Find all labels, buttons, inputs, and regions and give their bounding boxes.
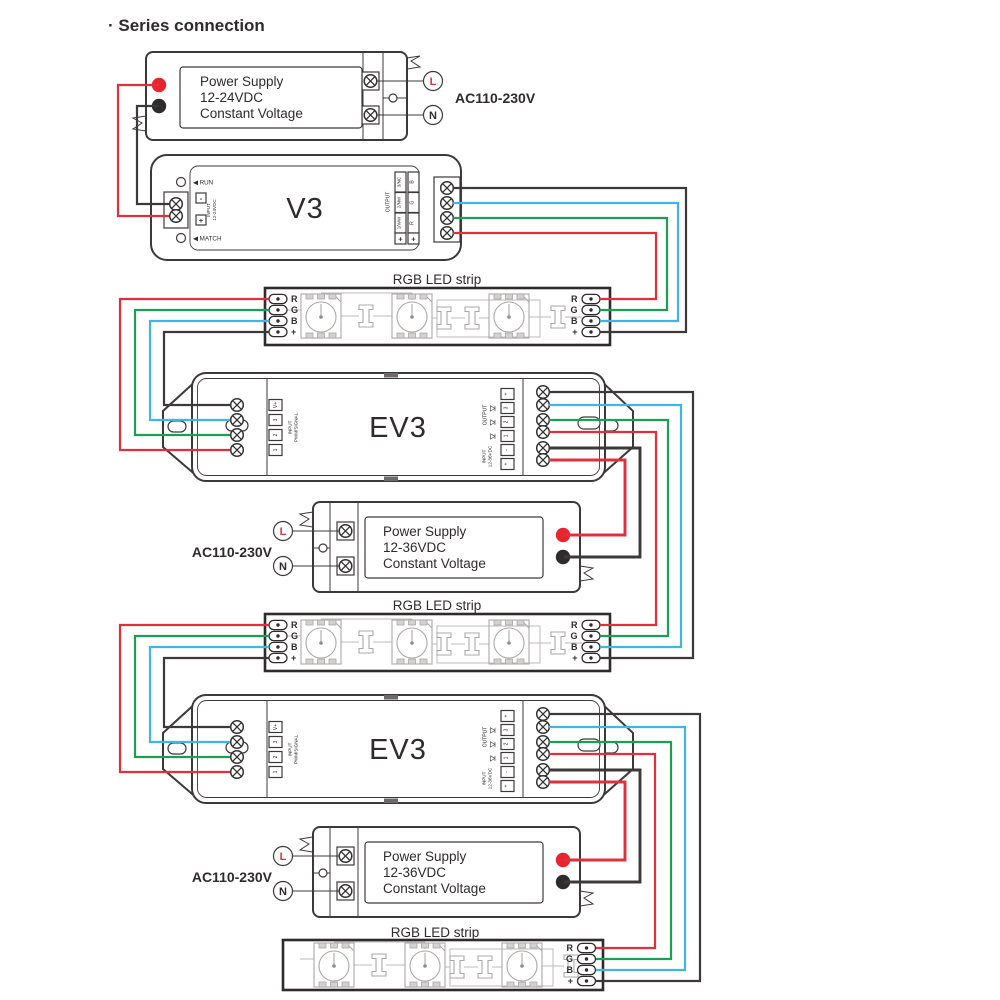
rgb-led-strip-1 (263, 286, 612, 347)
psu-text-line2: 12-24VDC (200, 90, 263, 105)
page-title: · Series connection (108, 16, 265, 35)
strain-relief (131, 115, 147, 132)
v3-plus-2: + (411, 235, 416, 244)
rgb-led-strip-3 (281, 938, 605, 992)
wire-strip2-ev32-common (162, 656, 269, 729)
v3-body (150, 154, 462, 261)
wire-ev32-strip3-red (549, 752, 657, 950)
power-supply-bottom (192, 827, 593, 917)
wire-v3-strip1-common (453, 186, 688, 334)
v3-out-b: B (410, 180, 416, 184)
v3-out-r: R (410, 221, 416, 225)
live-terminal-circle (422, 70, 444, 92)
psu-nameplate (179, 66, 363, 129)
match-button (175, 232, 187, 244)
mounting-hole (388, 93, 398, 103)
v3-out-ch3: 3/NC (397, 176, 402, 187)
wire-psu1-v3-negative (135, 104, 169, 206)
wire-ev31-strip2-red (549, 430, 658, 627)
wire-strip1-ev31-common (162, 330, 269, 407)
rgb-led-strip-2 (263, 612, 612, 673)
v3-output-label: OUTPUT (386, 192, 392, 213)
psu-text-line1: Power Supply (200, 74, 284, 89)
wire-strip2-ev32-green (133, 634, 269, 759)
wire-strip1-ev31-blue (148, 319, 269, 422)
psu-text-line3: Constant Voltage (200, 106, 303, 121)
v3-out-g: G (410, 200, 416, 204)
v3-input-label-2: 12-24VDC (212, 199, 217, 221)
wire-ev31-strip2-green (549, 418, 670, 638)
ev3-controller-1 (163, 373, 633, 481)
v3-plus-1: + (398, 235, 403, 244)
wire-ev31-strip2-blue (549, 403, 683, 649)
wire-strip2-ev32-red (118, 623, 269, 774)
power-supply-mid (192, 502, 593, 592)
v3-controller: ◀ RUN ◀ MATCH - + INPUT 12-24VDC V3 OUTP… (150, 154, 462, 261)
wire-strip1-ev31-red (118, 297, 269, 452)
ev3-controller-2 (163, 695, 633, 803)
wire-ev32-strip3-common (549, 712, 702, 983)
run-led (175, 176, 187, 188)
v3-input-label-1: INPUT (206, 203, 211, 217)
strain-relief (406, 55, 422, 70)
strip-label: RGB LED strip (393, 598, 482, 613)
wire-v3-strip1-green (453, 216, 669, 312)
v3-out-ch2: 2/NW (397, 196, 402, 208)
neutral-terminal-circle (422, 104, 444, 126)
wire-psu2-ev31-positive (549, 458, 627, 537)
neutral-label: N (429, 110, 437, 122)
wire-psu1-v3-positive (116, 83, 169, 218)
wire-ev32-strip3-blue (549, 725, 687, 972)
wire-psu3-ev32-negative (549, 768, 642, 884)
input-plus-label: + (199, 216, 204, 225)
input-minus-label: - (200, 194, 203, 203)
run-label: ◀ RUN (193, 180, 214, 187)
wire-ev32-strip3-green (549, 740, 673, 961)
ac-voltage-label: AC110-230V (455, 90, 536, 106)
live-label: L (430, 76, 437, 88)
strip-label: RGB LED strip (391, 925, 480, 940)
v3-out-ch1: 1/WW (397, 216, 402, 229)
wiring (116, 83, 702, 983)
wire-v3-strip1-red (453, 231, 658, 301)
wire-psu3-ev32-positive (549, 780, 627, 862)
power-supply-top: Power Supply 12-24VDC Constant Voltage L… (131, 51, 536, 141)
v3-model-label: V3 (286, 193, 323, 225)
wire-v3-strip1-blue (453, 201, 680, 323)
match-label: ◀ MATCH (193, 236, 222, 243)
wire-strip1-ev31-green (133, 308, 269, 437)
wire-ev31-strip2-common (549, 390, 695, 660)
strip-label: RGB LED strip (393, 272, 482, 287)
wire-psu2-ev31-negative (549, 446, 642, 559)
wire-strip2-ev32-blue (148, 645, 269, 744)
